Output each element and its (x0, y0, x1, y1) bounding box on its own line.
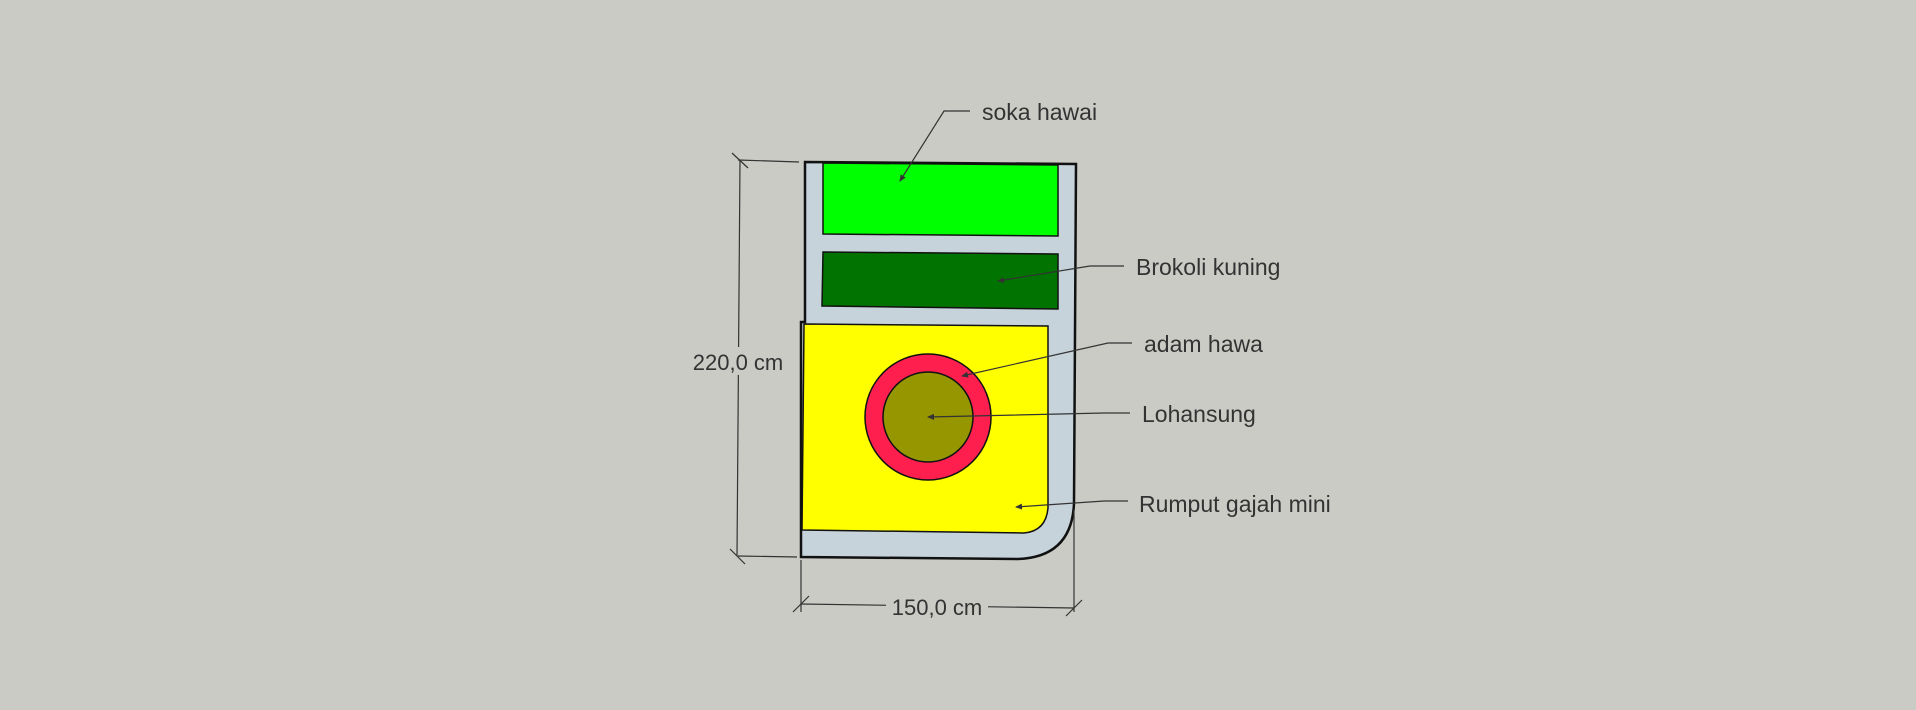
leader-lohansung (927, 412, 1130, 420)
label-rumput-gajah-mini: Rumput gajah mini (1139, 491, 1331, 517)
bed-soka-hawai (822, 162, 1059, 237)
bed-brokoli-kuning (821, 251, 1059, 310)
label-soka-hawai: soka hawai (982, 99, 1097, 125)
width-dimension-label: 150,0 cm (892, 595, 983, 620)
leader-brokoli-kuning (997, 265, 1124, 283)
label-lohansung: Lohansung (1142, 401, 1256, 427)
leader-soka-hawai (899, 110, 970, 182)
leader-rumput-gajah-mini (1015, 500, 1128, 510)
height-label-backdrop (684, 347, 788, 375)
label-adam-hawa: adam hawa (1144, 331, 1263, 357)
width-label-backdrop (886, 593, 988, 621)
label-brokoli-kuning: Brokoli kuning (1136, 254, 1280, 280)
leader-adam-hawa (961, 342, 1132, 378)
height-dimension-label: 220,0 cm (693, 350, 784, 375)
leader-lines (899, 110, 1132, 510)
